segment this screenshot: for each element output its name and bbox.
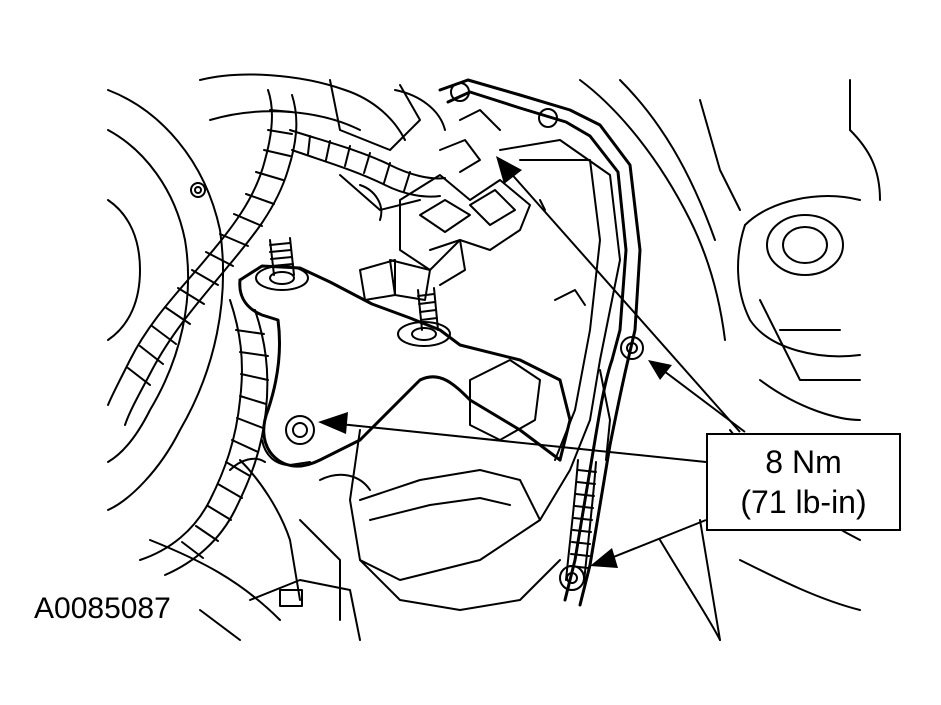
arrowhead-right (648, 360, 672, 380)
arrowheads (318, 156, 672, 568)
figure-id-label: A0085087 (34, 592, 171, 625)
nut-right (620, 336, 644, 360)
left-disc-part (107, 89, 225, 511)
connector-cluster (359, 109, 531, 301)
stud-left (255, 237, 309, 291)
torque-lbin-label: (71 lb-in) (740, 484, 867, 520)
bolt-top-strap (450, 82, 558, 128)
drawing-boundary (108, 70, 860, 640)
mounting-bracket (238, 78, 642, 607)
leader-line-right (659, 367, 746, 433)
leader-line-lower (605, 519, 707, 561)
right-hose (565, 369, 611, 583)
leader-lines (329, 169, 746, 561)
lower-left-parts (149, 457, 371, 641)
arrowhead-lower (590, 548, 618, 568)
wire-harness-left (107, 89, 298, 576)
arrowhead-top (496, 156, 522, 184)
wire-harness-upper (289, 129, 446, 221)
nut-lower-left (261, 415, 315, 466)
torque-nm-label: 8 Nm (765, 444, 842, 480)
leader-line-left (329, 422, 707, 463)
torque-callout: 8 Nm (71 lb-in) (706, 433, 901, 531)
leader-line-top (507, 169, 741, 433)
module-housing (349, 139, 621, 611)
arrowhead-left (318, 412, 348, 434)
stud-center (397, 287, 451, 347)
upper-engine-parts (199, 73, 881, 341)
right-side-tube (659, 195, 861, 641)
